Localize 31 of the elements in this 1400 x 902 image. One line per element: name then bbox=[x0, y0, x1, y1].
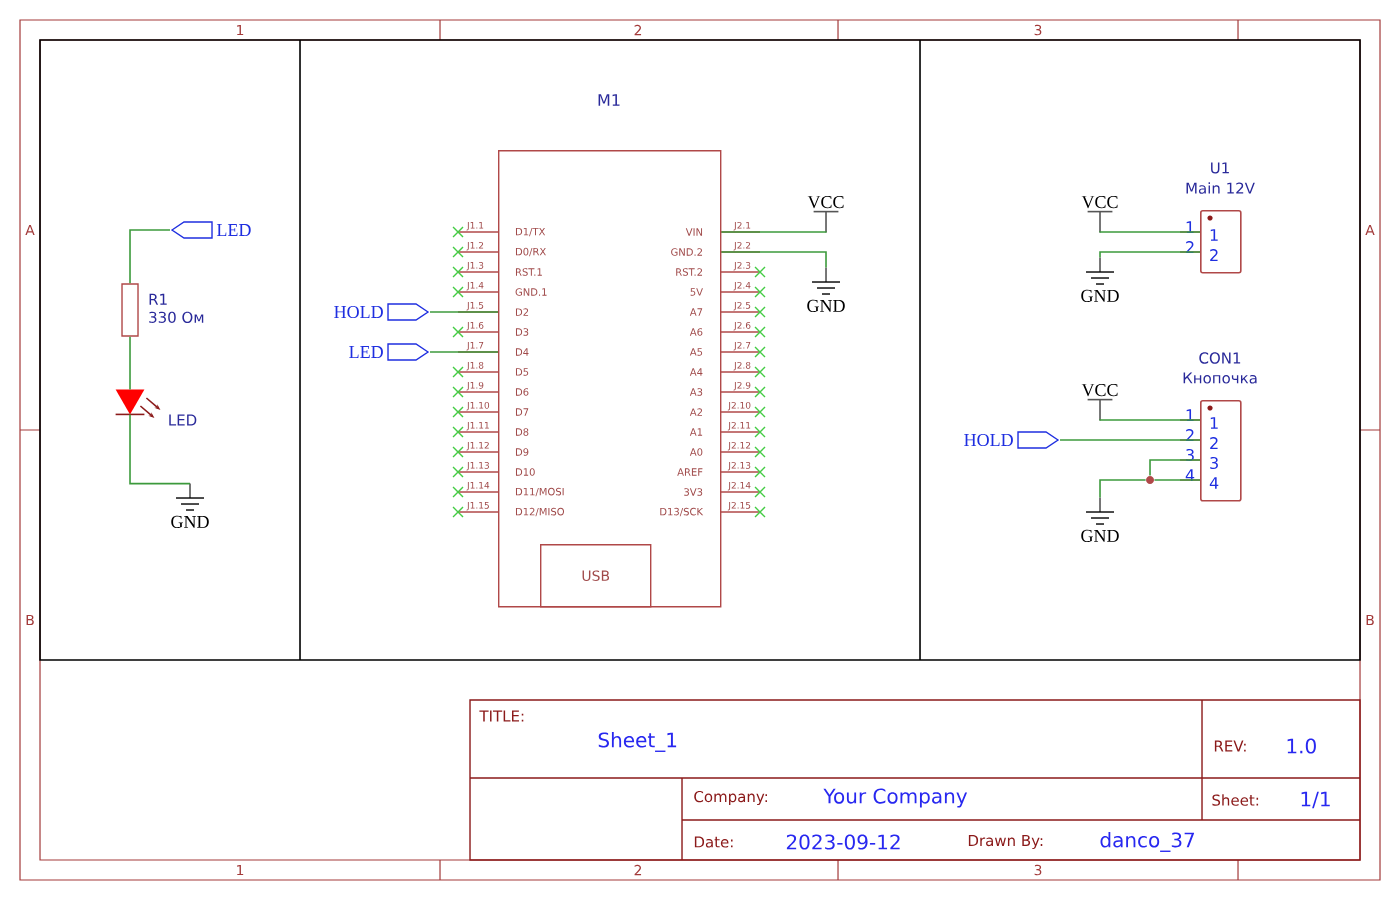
node-label: LED bbox=[349, 346, 383, 358]
component-label: M1 bbox=[598, 94, 620, 106]
wire bbox=[1059, 439, 1201, 441]
pin-number: 2 bbox=[1186, 241, 1194, 253]
node-label: LED bbox=[216, 224, 251, 236]
wire bbox=[1149, 459, 1201, 477]
wire bbox=[1099, 419, 1201, 422]
field-value: Sheet_1 bbox=[598, 732, 677, 752]
field-value: 1.0 bbox=[1287, 738, 1316, 754]
pin-number: 2 bbox=[1186, 429, 1194, 441]
wire bbox=[1099, 231, 1201, 234]
node-label: HOLD bbox=[964, 433, 1013, 447]
pin-number: 1 bbox=[1186, 221, 1194, 233]
wire bbox=[720, 231, 827, 234]
wire bbox=[720, 251, 827, 269]
pin-number: 3 bbox=[1186, 448, 1194, 461]
field-value: 2023-09-12 bbox=[786, 834, 900, 850]
node-label: HOLD bbox=[334, 305, 383, 319]
wire bbox=[1099, 251, 1201, 259]
wire bbox=[429, 311, 499, 313]
wire bbox=[129, 229, 171, 285]
pin-number: 1 bbox=[1186, 409, 1194, 421]
pin-number: 4 bbox=[1185, 469, 1195, 481]
field-value: Your Company bbox=[823, 788, 968, 808]
wire bbox=[1153, 479, 1201, 481]
field-value: danco_37 bbox=[1100, 832, 1194, 852]
wire bbox=[1099, 479, 1147, 499]
wire bbox=[429, 351, 499, 353]
wire bbox=[129, 335, 131, 391]
wire bbox=[129, 413, 191, 485]
field-value: 1/1 bbox=[1301, 791, 1330, 809]
